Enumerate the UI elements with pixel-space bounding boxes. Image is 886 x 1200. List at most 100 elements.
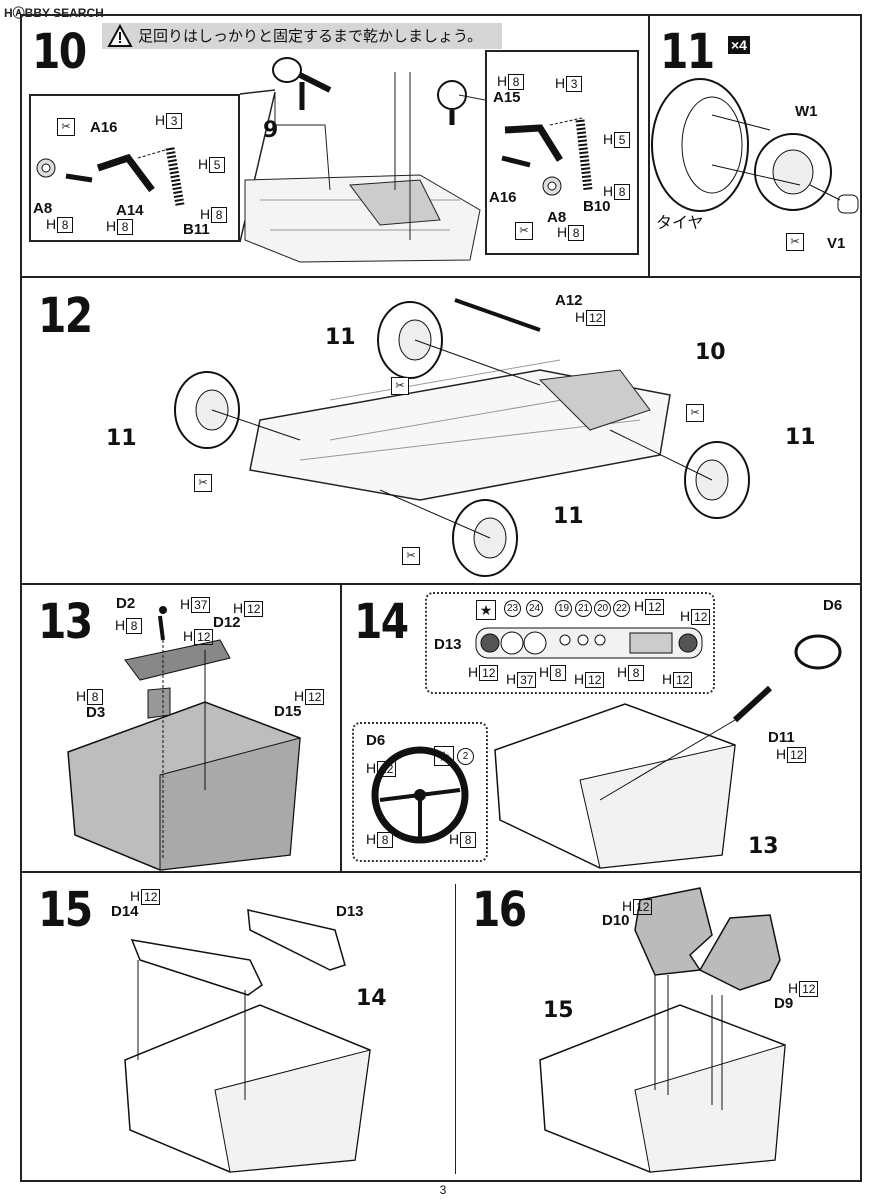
step13-drawing [67,606,301,871]
part-D12: D12 [213,614,241,631]
part-A8: A8 [33,200,53,217]
cutter-icon: ✂ [786,233,804,251]
divider [455,884,456,1174]
divider [20,871,862,873]
callout-10: 10 [695,340,726,365]
step-number-10: 10 [32,24,87,80]
step12-drawing [174,298,750,577]
quantity-badge: ×4 [728,36,750,54]
part-D3: D3 [86,704,106,721]
page-frame [20,14,862,1182]
part-A14: A14 [116,202,144,219]
step-number-16: 16 [472,882,527,938]
part-D6: D6 [366,732,386,749]
step-number-14: 14 [354,594,409,650]
warning-text: 足回りはしっかりと固定するまで乾かしましょう。 [138,28,483,45]
divider [20,583,862,585]
callout-11: 11 [325,325,356,350]
part-D11: D11 [768,729,795,746]
callout-13: 13 [748,834,779,859]
star-icon: ★ [476,600,496,620]
part-A12: A12 [555,292,583,309]
part-B11: B11 [183,221,210,238]
cutter-icon: ✂ [57,118,75,136]
gauge-number: 19 [555,600,572,617]
page-number: 3 [439,1183,447,1197]
divider [340,584,342,872]
part-D9: D9 [774,995,794,1012]
warning-banner: 足回りはしっかりと固定するまで乾かしましょう。 [102,23,502,49]
part-D15: D15 [274,703,302,720]
gauge-number: 24 [526,600,543,617]
step10-drawing [36,57,593,263]
gauge-number: 2 [457,748,474,765]
gauge-number: 21 [575,600,592,617]
cutter-icon: ✂ [391,377,409,395]
callout-11: 11 [106,426,137,451]
part-B10: B10 [583,198,611,215]
part-D13: D13 [434,636,462,653]
dashboard-detail-box [425,592,715,694]
callout-14: 14 [356,986,387,1011]
step-number-12: 12 [38,288,93,344]
gauge-number: 22 [613,600,630,617]
cutter-icon: ✂ [194,474,212,492]
callout-11: 11 [553,504,584,529]
tire-label: タイヤ [656,215,704,232]
detail-box-left [29,94,240,242]
warning-triangle-icon [107,23,133,47]
part-V1: V1 [827,235,846,252]
star-icon: ★ [434,746,454,766]
callout-9: 9 [263,118,279,143]
step11-drawing [651,78,859,214]
gauge-number: 20 [594,600,611,617]
cutter-icon: ✂ [515,222,533,240]
part-D2: D2 [116,595,136,612]
divider [648,14,650,277]
detail-box-right [485,50,639,255]
part-W1: W1 [795,103,818,120]
part-A16: A16 [489,189,517,206]
gauge-number: 23 [504,600,521,617]
steering-wheel-detail-box [352,722,488,862]
callout-15: 15 [543,998,574,1023]
step14-drawing [371,627,842,869]
cutter-icon: ✂ [686,404,704,422]
cutter-icon: ✂ [402,547,420,565]
callout-11: 11 [785,425,816,450]
part-D14: D14 [111,903,139,920]
part-D13: D13 [336,903,364,920]
step-number-15: 15 [38,882,93,938]
part-A16: A16 [90,119,118,136]
part-D6: D6 [823,597,843,614]
